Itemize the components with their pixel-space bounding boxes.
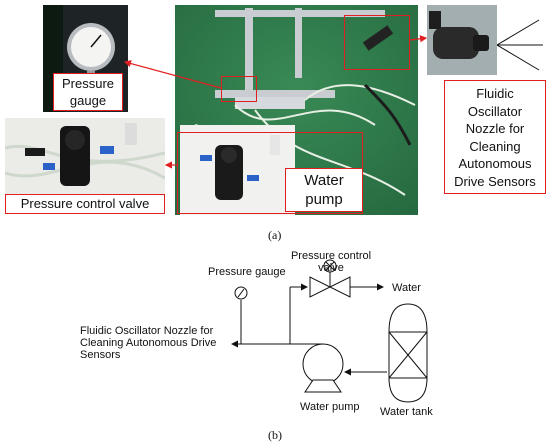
main-photo: [175, 5, 418, 215]
gauge-highlight-box: [221, 76, 257, 102]
pressure-control-valve-callout-text: Pressure control valve: [20, 196, 150, 211]
nozzle-photo: [427, 5, 497, 75]
water-pump-label: Water pump: [300, 401, 360, 413]
nozzle-highlight-box: [344, 15, 410, 70]
pressure-gauge-label: Pressure gauge: [208, 266, 286, 278]
callout-arrows: [123, 35, 428, 169]
pressure-gauge-callout: Pressure gauge: [53, 73, 123, 111]
pressure-control-valve-callout: Pressure control valve: [5, 194, 165, 214]
nozzle-callout-text: Fluidic Oscillator Nozzle for Cleaning A…: [454, 86, 536, 189]
spray-lines: [497, 19, 543, 71]
pressure-gauge-symbol: [234, 286, 248, 300]
panel-a-caption: (a): [268, 228, 282, 242]
nozzle-label: Fluidic Oscillator Nozzle for Cleaning A…: [80, 325, 217, 361]
nozzle-callout: Fluidic Oscillator Nozzle for Cleaning A…: [444, 80, 546, 194]
water-pump-callout: Water pump: [285, 168, 363, 212]
main-photo-drawing: [175, 5, 418, 215]
water-pump-symbol: [302, 343, 344, 393]
nozzle-photo-drawing: [427, 5, 497, 75]
pressure-control-valve-label: Pressure control valve: [290, 250, 372, 274]
water-pump-callout-text: Water pump: [304, 172, 344, 208]
water-label: Water: [392, 282, 421, 294]
panel-b-caption: (b): [268, 428, 282, 442]
pressure-gauge-callout-text: Pressure gauge: [61, 76, 115, 108]
pump-photo: [5, 118, 165, 198]
nozzle-arrow: [409, 35, 428, 43]
water-tank-symbol: [388, 303, 428, 403]
schematic: [231, 259, 428, 403]
pump-photo-drawing: [5, 118, 165, 198]
water-tank-label: Water tank: [380, 406, 433, 418]
gauge-arrow: [123, 60, 222, 89]
